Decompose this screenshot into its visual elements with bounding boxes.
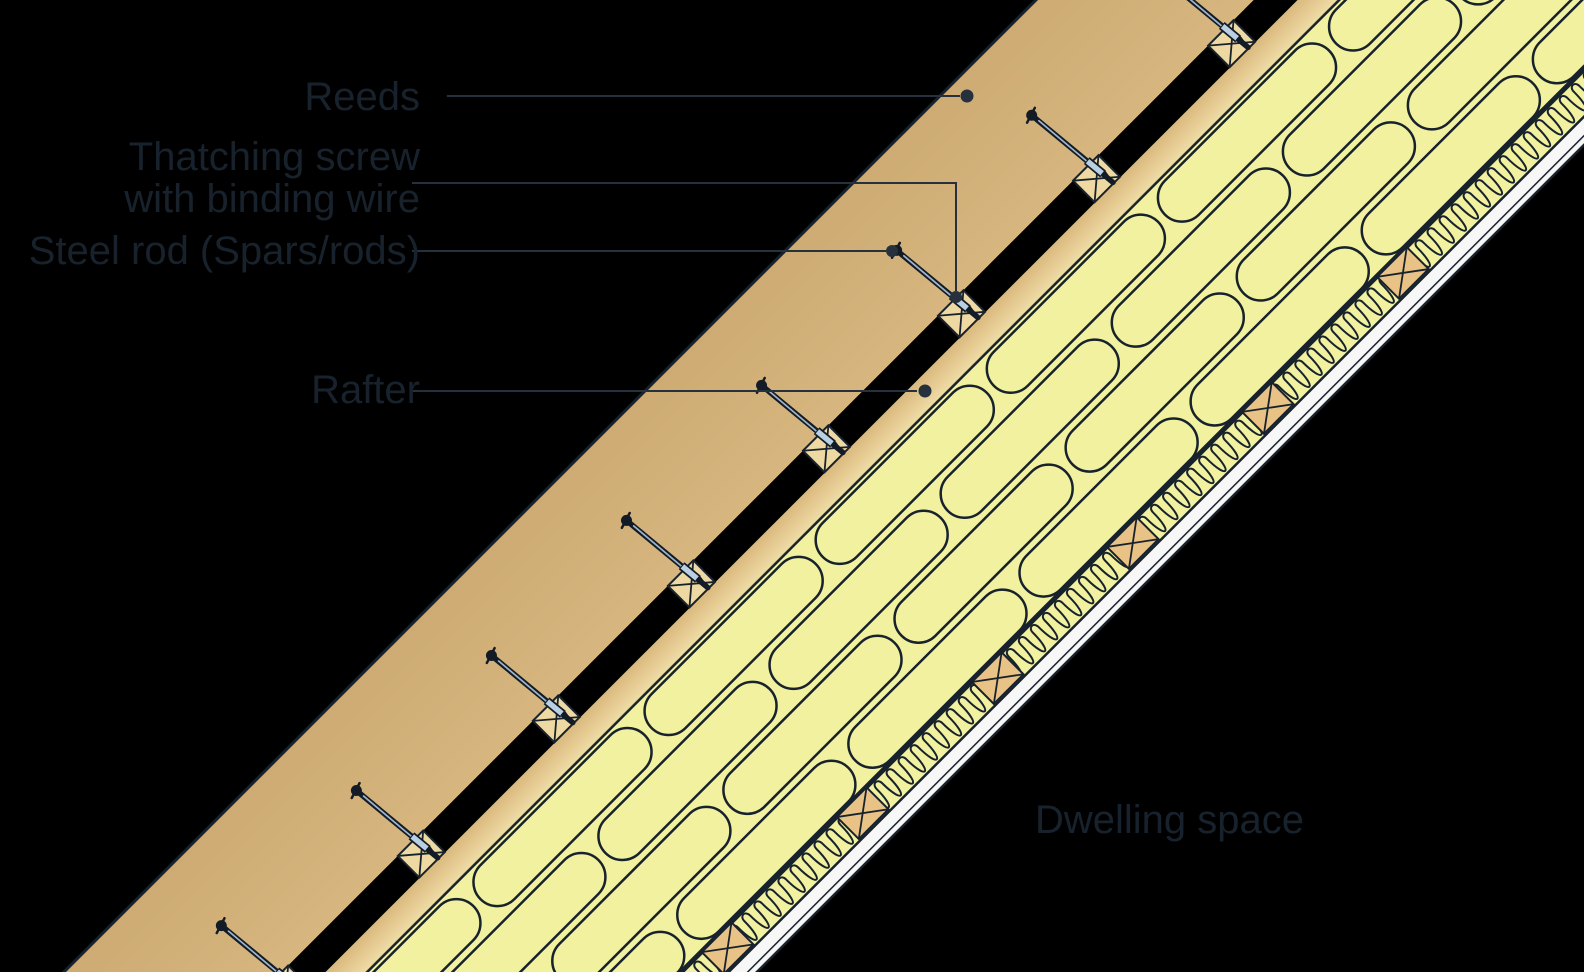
- roof-batten: [936, 288, 987, 339]
- ceiling-batten: [1375, 245, 1431, 301]
- screw-head: [350, 785, 362, 797]
- insulation-quilt-pattern: [301, 0, 1584, 972]
- roof-batten: [396, 829, 447, 879]
- insulation-capsule: [551, 805, 732, 972]
- roof-batten: [1206, 18, 1257, 69]
- leader-rafter: [412, 384, 932, 398]
- leader-steel-rod: [412, 245, 898, 257]
- insulation-capsule: [1406, 0, 1584, 131]
- ceiling-board-layer: [313, 0, 1584, 972]
- annotations: Reeds Thatching screw with binding wire …: [29, 75, 1304, 842]
- leader-dot-reeds: [960, 89, 974, 103]
- reeds-top-edge: [0, 0, 1410, 972]
- insulation-capsule: [1110, 167, 1292, 348]
- insulation-capsule: [814, 384, 996, 566]
- insulation-capsule: [1064, 292, 1246, 473]
- insulation-capsule: [504, 930, 686, 972]
- screw-head: [1026, 109, 1038, 121]
- label-steel-rod: Steel rod (Spars/rods): [29, 229, 420, 273]
- screw-head: [756, 379, 768, 391]
- leader-thatching-screw: [412, 182, 962, 303]
- insulation-capsule: [426, 851, 607, 972]
- screw-head: [620, 514, 632, 526]
- insulation-bottom-edge: [287, 0, 1584, 972]
- insulation-capsule: [1327, 0, 1509, 52]
- thatching-screw: [620, 511, 711, 591]
- insulation-capsule: [939, 338, 1121, 519]
- ceiling-batten: [970, 650, 1025, 706]
- insulation-capsule: [768, 509, 949, 691]
- ceiling-battens: [700, 245, 1431, 972]
- screw-head: [215, 920, 227, 932]
- insulation-capsule: [1235, 121, 1417, 302]
- insulation-capsule: [1156, 42, 1338, 223]
- insulation-capsule: [597, 680, 778, 862]
- thatching-screw: [1025, 106, 1116, 186]
- leader-reeds: [447, 89, 974, 103]
- insulation-capsule: [893, 463, 1074, 644]
- ceiling-batten: [700, 921, 755, 972]
- ceiling-board-bottom-edge: [326, 0, 1584, 972]
- thatching-screw: [485, 646, 576, 726]
- thatching-screw: [215, 916, 306, 972]
- ceiling-batten: [1240, 380, 1296, 436]
- insulation-layer: [131, 0, 1584, 972]
- insulation-capsule: [472, 726, 653, 908]
- label-thatching-screw-line1: Thatching screw: [129, 135, 420, 179]
- leader-dot-thatching-screw: [950, 291, 962, 303]
- roof-batten: [1071, 153, 1122, 204]
- ceiling-batten: [1105, 515, 1161, 571]
- insulation-capsule: [643, 555, 824, 737]
- leader-dot-steel-rod: [886, 245, 898, 257]
- leader-dot-rafter: [918, 384, 932, 398]
- insulation-top-edge: [131, 0, 1562, 972]
- reeds-layer: [0, 0, 1518, 972]
- insulation-capsule: [1531, 0, 1584, 85]
- insulation-capsule: [1281, 0, 1463, 177]
- roof-battens: [261, 18, 1257, 972]
- label-thatching-screw-line2: with binding wire: [123, 177, 420, 221]
- thatching-screw: [1163, 0, 1251, 51]
- screw-head: [485, 649, 497, 661]
- label-reeds: Reeds: [304, 75, 420, 119]
- insulation-capsule: [985, 213, 1167, 395]
- label-dwelling-space: Dwelling space: [1035, 798, 1304, 842]
- ceiling-board-top-edge: [312, 0, 1584, 972]
- label-rafter: Rafter: [311, 368, 420, 412]
- roof-batten: [531, 694, 582, 744]
- rafter-layer: [111, 0, 1560, 972]
- ceiling-batten: [835, 785, 890, 841]
- roof-batten: [801, 423, 852, 474]
- insulation-capsule: [301, 897, 482, 972]
- insulation-capsule: [722, 634, 903, 816]
- roof-batten: [666, 558, 717, 609]
- thatching-screw: [350, 781, 441, 861]
- ceiling-board-joint-line: [321, 0, 1584, 972]
